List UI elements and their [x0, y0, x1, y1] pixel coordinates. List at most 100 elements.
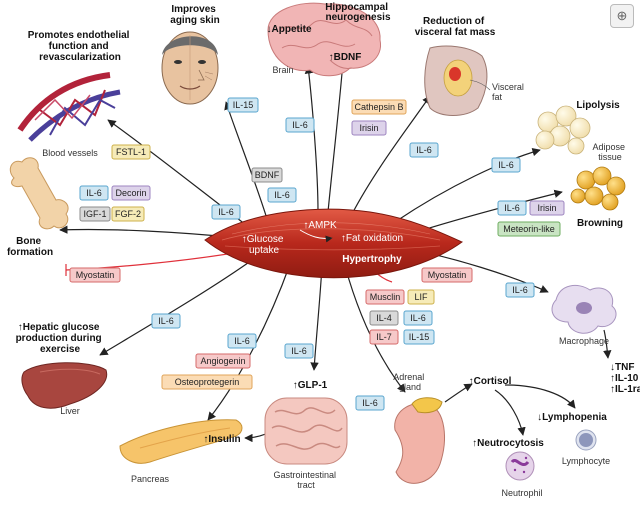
bone-figure: Bone formation	[7, 157, 69, 258]
tag-il6-adrenal: IL-6	[355, 395, 385, 411]
tag-il6-gluc: IL-6	[211, 204, 241, 220]
glp1-label: ↑GLP-1	[293, 380, 328, 391]
neurogenesis-label: Hippocampal neurogenesis	[325, 2, 391, 23]
neutrocytosis-label: ↑Neutrocytosis	[472, 438, 544, 449]
zoom-in-icon[interactable]: ⊕	[610, 4, 634, 28]
tag-il15-skin: IL-15	[227, 97, 259, 113]
tag-bdnf-tag: BDNF	[251, 167, 283, 183]
lymphocyte-caption: Lymphocyte	[562, 456, 610, 466]
blood-vessels-title: Promotes endothelial function and revasc…	[28, 30, 132, 63]
aging-skin-figure: Improves aging skin	[161, 4, 220, 105]
liver-figure: ↑Hepatic glucose production during exerc…	[16, 322, 108, 416]
arrow-browning	[409, 189, 563, 235]
insulin-label: ↑Insulin	[203, 434, 240, 445]
arrow-skin	[224, 101, 269, 223]
svg-text:LIF: LIF	[414, 292, 428, 302]
visceral-fat-figure: Reduction of visceral fat mass Visceral …	[415, 16, 526, 116]
arrow-liver	[99, 257, 256, 356]
tag-musclin: Musclin	[365, 289, 405, 305]
hypertrophy-label: Hypertrophy	[342, 254, 402, 265]
svg-text:IL-6: IL-6	[512, 285, 528, 295]
macrophage-caption: Macrophage	[559, 336, 609, 346]
arrow-mac-effects	[603, 329, 612, 359]
skeletal-muscle: ↑Glucose uptake ↑AMPK ↑Fat oxidation Hyp…	[204, 208, 463, 279]
lymphopenia-label: ↓Lymphopenia	[537, 412, 607, 423]
svg-text:IL-6: IL-6	[410, 313, 426, 323]
svg-text:Meteorin-like: Meteorin-like	[503, 224, 555, 234]
tag-decorin: Decorin	[111, 185, 151, 201]
tag-il4: IL-4	[369, 310, 399, 326]
svg-text:IL-6: IL-6	[362, 398, 378, 408]
svg-text:Angiogenin: Angiogenin	[200, 356, 245, 366]
tag-il6-panc: IL-6	[227, 333, 257, 349]
brain-caption: Brain	[272, 65, 293, 75]
tag-il6-ampk: IL-6	[267, 187, 297, 203]
tag-osteoprotegerin: Osteoprotegerin	[161, 374, 253, 390]
tag-il6-brain: IL-6	[285, 117, 315, 133]
bone-icon	[9, 157, 69, 230]
tag-il6-mac: IL-6	[505, 282, 535, 298]
tag-il15-hyp: IL-15	[403, 329, 435, 345]
brain-figure: ↓Appetite Hippocampal neurogenesis ↑BDNF…	[267, 2, 391, 77]
browning-figure: Browning	[570, 166, 626, 229]
svg-text:FSTL-1: FSTL-1	[116, 147, 146, 157]
lipolysis-title: Lipolysis	[576, 100, 620, 111]
svg-text:Musclin: Musclin	[370, 292, 401, 302]
svg-text:IL-6: IL-6	[158, 316, 174, 326]
arrow-brain-appetite	[304, 65, 319, 213]
svg-text:IL-15: IL-15	[233, 100, 254, 110]
svg-text:Myostatin: Myostatin	[428, 270, 467, 280]
tag-fstl1: FSTL-1	[111, 144, 151, 160]
tag-il7: IL-7	[369, 329, 399, 345]
tag-angiogenin: Angiogenin	[195, 353, 251, 369]
bdnf-brain-label: ↑BDNF	[329, 52, 362, 63]
browning-title: Browning	[577, 218, 623, 229]
macrophage-figure: Macrophage ↓TNF ↑IL-10 ↑IL-1ra	[551, 284, 640, 395]
arrow-cortisol	[444, 383, 473, 403]
bone-title: Bone formation	[7, 236, 53, 258]
visceral-caption: Visceral fat	[492, 82, 526, 102]
tag-il6-gi: IL-6	[284, 343, 314, 359]
pancreas-figure: Pancreas ↑Insulin	[119, 419, 243, 484]
svg-text:IL-6: IL-6	[218, 207, 234, 217]
tag-cathepsin: Cathepsin B	[351, 99, 407, 115]
tag-irisin-brain: Irisin	[351, 120, 387, 136]
neutrophil-figure: ↑Neutrocytosis Neutrophil	[472, 438, 544, 498]
svg-text:Irisin: Irisin	[359, 123, 378, 133]
blood-vessels-icon	[17, 72, 121, 142]
arrow-visceral	[351, 95, 431, 215]
tag-igf1: IGF-1	[79, 206, 111, 222]
ampk-label: ↑AMPK	[303, 220, 337, 231]
svg-text:IL-6: IL-6	[291, 346, 307, 356]
lymphocyte-figure: ↓Lymphopenia Lymphocyte	[537, 412, 610, 466]
svg-text:Myostatin: Myostatin	[76, 270, 115, 280]
fat-cells-icon	[535, 105, 591, 155]
tag-il6-liver: IL-6	[151, 313, 181, 329]
tag-il6-bone: IL-6	[79, 185, 109, 201]
svg-text:Irisin: Irisin	[537, 203, 556, 213]
tag-irisin-brown: Irisin	[529, 200, 565, 216]
tag-myostatin-hyp: Myostatin	[421, 267, 473, 283]
arrow-brain-bdnf	[327, 61, 347, 213]
blood-vessels-caption: Blood vessels	[42, 148, 98, 158]
adipose-caption: Adipose tissue	[592, 142, 627, 162]
tag-il6-hyp: IL-6	[403, 310, 433, 326]
glucose-uptake-label: ↑Glucose uptake	[242, 234, 286, 256]
svg-text:IL-6: IL-6	[234, 336, 250, 346]
macrophage-effects: ↓TNF ↑IL-10 ↑IL-1ra	[610, 362, 640, 395]
liver-caption: Liver	[60, 406, 80, 416]
skin-title: Improves aging skin	[170, 4, 219, 26]
svg-text:IL-6: IL-6	[416, 145, 432, 155]
svg-text:IL-6: IL-6	[504, 203, 520, 213]
visceral-title: Reduction of visceral fat mass	[415, 16, 496, 38]
tag-myostatin-bone: Myostatin	[69, 267, 121, 283]
svg-text:IGF-1: IGF-1	[83, 209, 106, 219]
svg-text:BDNF: BDNF	[255, 170, 280, 180]
svg-text:IL-6: IL-6	[292, 120, 308, 130]
svg-text:Decorin: Decorin	[115, 188, 146, 198]
appetite-label: ↓Appetite	[267, 24, 312, 35]
svg-text:IL-6: IL-6	[86, 188, 102, 198]
adrenal-caption: Adrenal gland	[393, 372, 427, 392]
